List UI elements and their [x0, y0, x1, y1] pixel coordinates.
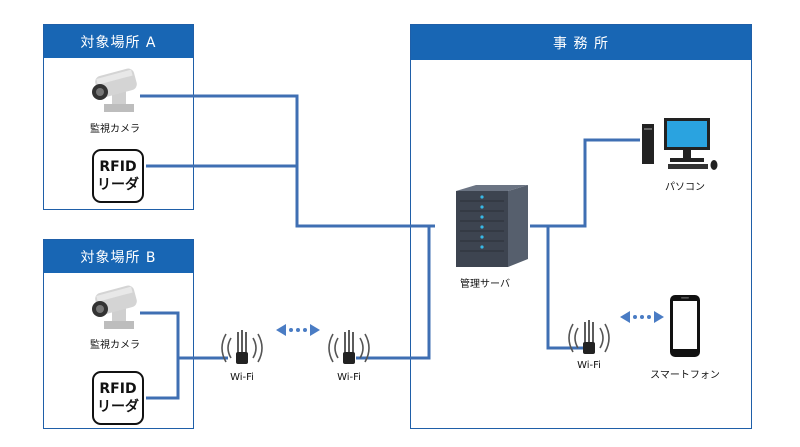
wifi-right-label: Wi-Fi	[337, 372, 361, 383]
line-server-wifi	[546, 226, 590, 350]
line-server-pc	[530, 138, 640, 228]
site-a-camera-label: 監視カメラ	[90, 124, 140, 135]
office-wifi-label: Wi-Fi	[577, 360, 601, 371]
wifi-antenna-icon	[568, 320, 610, 354]
office-header: 事 務 所	[411, 25, 751, 60]
rfid-line1: RFID	[99, 381, 137, 397]
camera-icon	[92, 285, 137, 329]
smartphone-icon	[670, 295, 700, 357]
site-a-header: 対象場所 A	[44, 25, 193, 58]
site-b-rfid-reader: RFID リーダ	[92, 371, 144, 425]
site-a-title: 対象場所 A	[80, 34, 157, 51]
site-b-title: 対象場所 B	[80, 249, 157, 266]
server-label: 管理サーバ	[460, 279, 510, 290]
pc-icon	[642, 118, 718, 170]
double-arrow-icon	[620, 311, 664, 323]
smartphone-label: スマートフォン	[650, 370, 720, 381]
line-camera-a	[140, 94, 435, 228]
site-a-rfid-reader: RFID リーダ	[92, 149, 144, 203]
server-icon	[456, 185, 528, 267]
rfid-line2: リーダ	[97, 177, 139, 193]
rfid-line2: リーダ	[97, 399, 139, 415]
pc-label: パソコン	[665, 182, 705, 193]
camera-icon	[92, 68, 137, 112]
wifi-antenna-icon	[221, 330, 263, 364]
wifi-antenna-icon	[328, 330, 370, 364]
line-rfid-b	[146, 358, 180, 400]
wifi-left-label: Wi-Fi	[230, 372, 254, 383]
line-wifi-server	[356, 226, 431, 360]
site-b-camera-label: 監視カメラ	[90, 340, 140, 351]
site-b-header: 対象場所 B	[44, 240, 193, 273]
line-camera-b	[140, 311, 228, 360]
rfid-line1: RFID	[99, 159, 137, 175]
double-arrow-icon	[276, 324, 320, 336]
office-title: 事 務 所	[553, 35, 609, 52]
